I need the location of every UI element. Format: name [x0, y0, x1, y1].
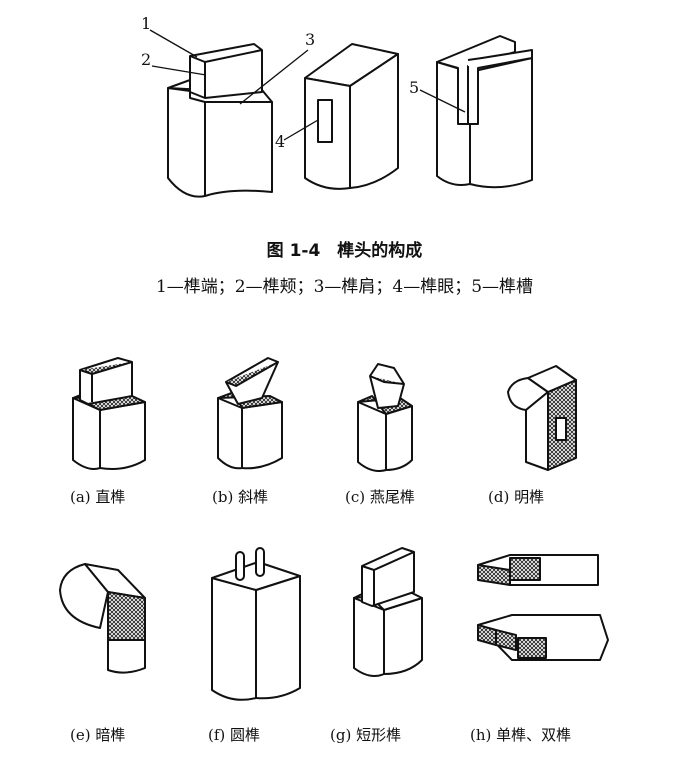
diagram-dowel-tenon — [211, 547, 301, 701]
callout-3: 3 — [305, 30, 316, 49]
callout-2: 2 — [141, 50, 152, 69]
label-blind-tenon: (e) 暗榫 — [70, 726, 126, 744]
figure-legend: 1—榫端；2—榫颊；3—榫肩；4—榫眼；5—榫槽 — [155, 277, 534, 297]
figure-title: 图 1-4 榫头的构成 — [266, 241, 423, 261]
label-dovetail-tenon: (c) 燕尾榫 — [345, 488, 415, 506]
diagram-short-tenon — [353, 547, 423, 677]
label-through-tenon: (d) 明榫 — [488, 488, 545, 506]
diagram-through-tenon — [507, 365, 577, 471]
tenon-block-figure — [149, 29, 309, 198]
diagram-blind-tenon — [59, 563, 146, 674]
label-single-double-tenon: (h) 单榫、双榫 — [470, 726, 572, 744]
label-straight-tenon: (a) 直榫 — [70, 488, 126, 506]
diagram-single-double-tenon — [477, 554, 609, 661]
label-oblique-tenon: (b) 斜榫 — [212, 488, 269, 506]
callout-1: 1 — [141, 14, 152, 33]
callout-5: 5 — [409, 78, 420, 97]
diagram-dovetail-tenon — [357, 363, 413, 472]
diagram-oblique-tenon — [217, 357, 283, 470]
label-short-tenon: (g) 短形榫 — [330, 726, 402, 744]
label-dowel-tenon: (f) 圆榫 — [208, 726, 261, 744]
mortise-block-figure — [283, 43, 399, 190]
callout-4: 4 — [275, 132, 286, 151]
diagram-straight-tenon — [72, 357, 146, 470]
groove-block-figure — [419, 35, 533, 189]
